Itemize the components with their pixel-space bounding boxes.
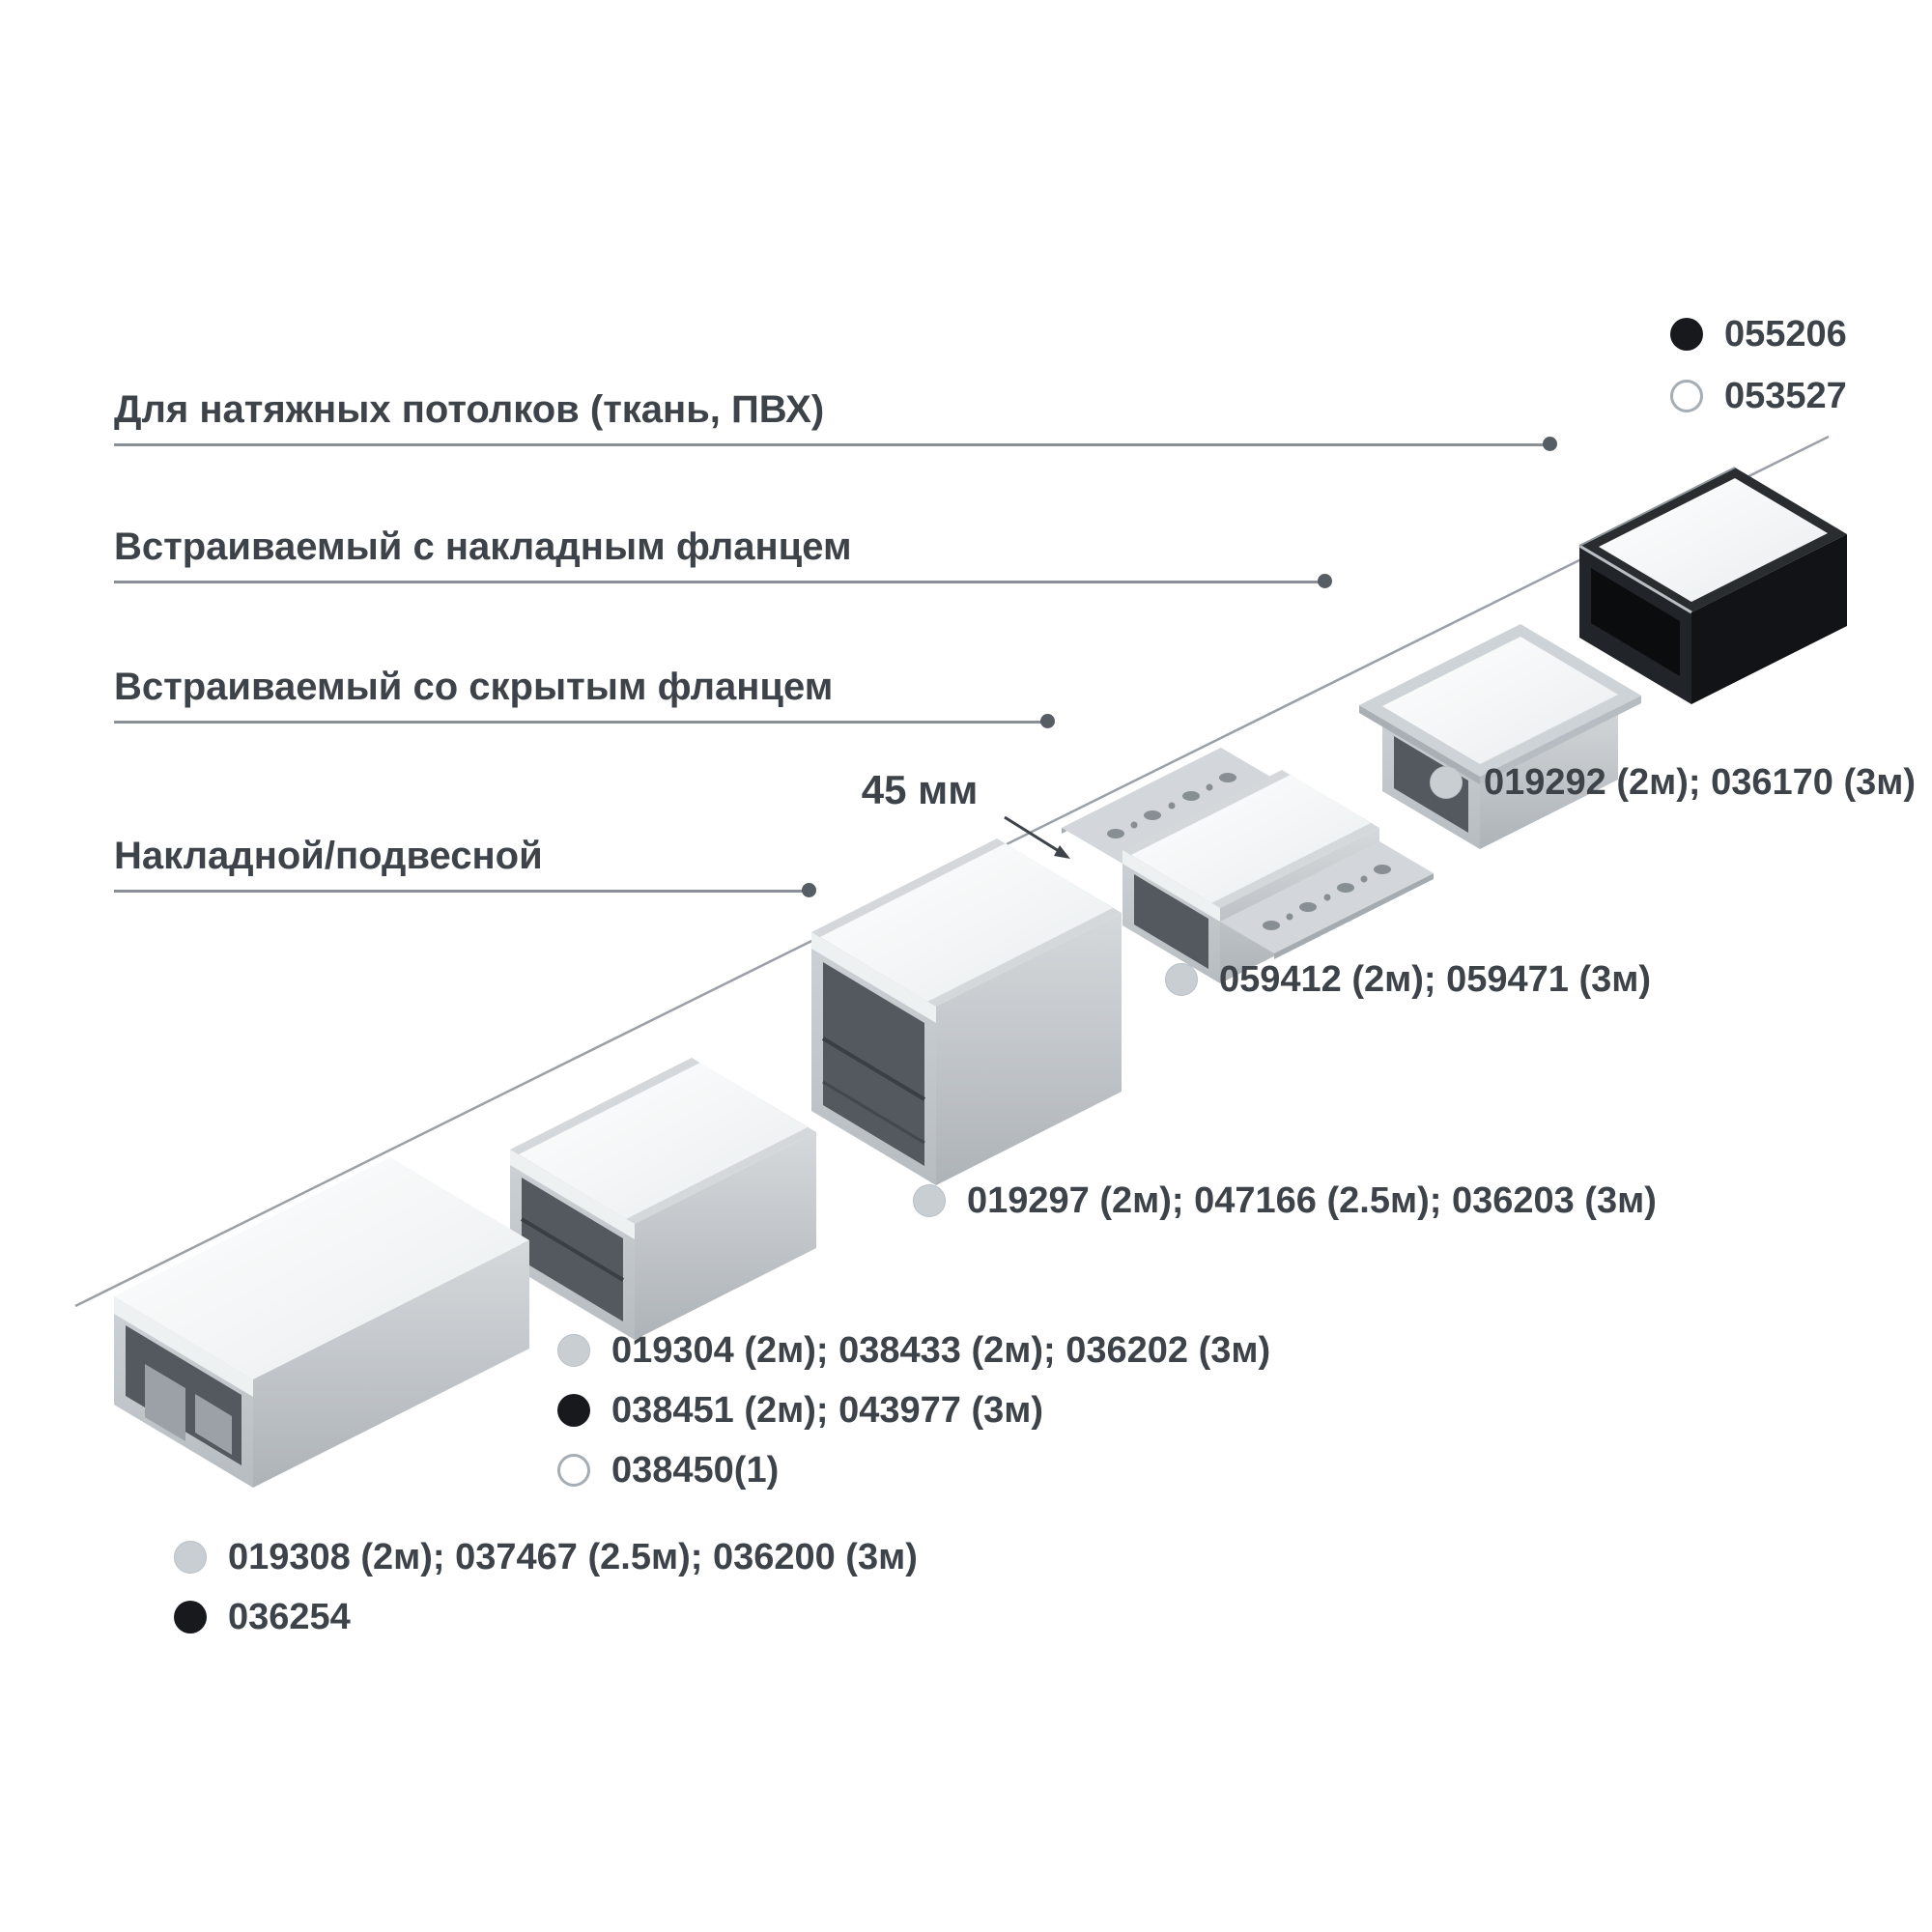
cavity-shelf — [520, 1217, 625, 1282]
flange-holes — [1263, 865, 1391, 930]
legend-item: 055206 — [1670, 313, 1847, 355]
category-label: Для натяжных потолков (ткань, ПВХ) — [114, 388, 825, 431]
profile-stretch-ceiling-black — [1578, 467, 1847, 704]
profile-diffuser — [1382, 637, 1618, 764]
profile-surface-medium — [510, 1058, 816, 1340]
profile-side-face — [1691, 534, 1847, 704]
dimension-arrow — [1004, 815, 1070, 859]
legend-dot-white — [557, 1454, 590, 1487]
cavity-shelf — [822, 1080, 925, 1145]
diffuser-edge — [114, 1296, 253, 1397]
legend-dot-gray — [557, 1334, 590, 1367]
profile-side-face — [936, 913, 1122, 1185]
legend-dot-gray — [1165, 963, 1198, 996]
cavity-fin — [195, 1394, 232, 1455]
flange-edge — [1480, 696, 1641, 784]
legend-item: 038451 (2м); 043977 (3м) — [557, 1389, 1043, 1432]
legend-text: 038450(1) — [611, 1449, 780, 1491]
legend-dot-gray — [913, 1184, 946, 1217]
diffuser-edge — [811, 932, 936, 1023]
legend-item: 053527 — [1670, 375, 1847, 417]
legend-item: 019308 (2м); 037467 (2.5м); 036200 (3м) — [174, 1536, 918, 1578]
leader-dot — [1318, 574, 1332, 588]
legend-text: 019308 (2м); 037467 (2.5м); 036200 (3м) — [228, 1536, 918, 1577]
legend-text: 019292 (2м); 036170 (3м) — [1484, 761, 1917, 803]
legend-item: 059412 (2м); 059471 (3м) — [1165, 958, 1651, 1001]
profile-diffuser — [1599, 478, 1828, 602]
profile-cavity — [823, 962, 924, 1166]
profile-cavity — [1134, 874, 1208, 969]
legend-dot-black — [557, 1394, 590, 1427]
category-label: Встраиваемый со скрытым фланцем — [114, 666, 834, 708]
category-surface-suspended: Накладной/подвесной — [114, 834, 816, 897]
profile-side-face — [1480, 695, 1618, 849]
category-recessed-hidden-flange: Встраиваемый со скрытым фланцем — [114, 665, 1055, 728]
legend-item: 019292 (2м); 036170 (3м) — [1430, 761, 1916, 804]
profile-diffuser — [519, 1063, 808, 1219]
legend-dot-black — [174, 1601, 207, 1634]
legend-text: 019304 (2м); 038433 (2м); 036202 (3м) — [611, 1329, 1271, 1371]
legend-dot-white — [1670, 380, 1703, 412]
profile-surface-tall — [811, 838, 1122, 1185]
legend-text: 055206 — [1724, 313, 1847, 355]
category-label: Накладной/подвесной — [114, 835, 543, 877]
profile-surface-low — [114, 1157, 529, 1488]
legend-dot-gray — [174, 1541, 207, 1574]
legend-item: 038450(1) — [557, 1449, 779, 1492]
profile-cavity — [1591, 568, 1680, 676]
flange-edge — [1274, 873, 1434, 959]
flange-holes — [1107, 773, 1236, 838]
diffuser-edge — [510, 1150, 635, 1239]
dimension-label: 45 мм — [861, 767, 979, 812]
legend-text: 053527 — [1724, 375, 1847, 416]
cavity-shelf — [821, 1037, 926, 1101]
profile-side-face — [635, 1132, 816, 1340]
leader-dot — [802, 883, 816, 897]
flange-edge — [1359, 705, 1480, 784]
profile-diffuser — [820, 843, 1113, 1002]
legend-text: 036254 — [228, 1596, 351, 1637]
category-stretch-ceiling: Для натяжных потолков (ткань, ПВХ) — [114, 387, 1557, 451]
legend-item: 019304 (2м); 038433 (2м); 036202 (3м) — [557, 1329, 1270, 1372]
legend-text: 019297 (2м); 047166 (2.5м); 036203 (3м) — [967, 1179, 1657, 1221]
profile-diffuser — [1131, 775, 1371, 903]
profile-recessed-hidden-flange — [1062, 748, 1434, 983]
legend-item: 019297 (2м); 047166 (2.5м); 036203 (3м) — [913, 1179, 1657, 1222]
profile-recessed-surface-flange — [1359, 624, 1641, 849]
legend-dot-gray — [1430, 766, 1463, 799]
diffuser-edge — [1122, 850, 1220, 922]
category-label: Встраиваемый с накладным фланцем — [114, 526, 852, 568]
legend-text: 038451 (2м); 043977 (3м) — [611, 1389, 1044, 1431]
category-recessed-surface-flange: Встраиваемый с накладным фланцем — [114, 525, 1332, 588]
legend-item: 036254 — [174, 1596, 351, 1638]
leader-dot — [1040, 714, 1055, 728]
profile-side-face — [253, 1240, 529, 1488]
cavity-fin — [145, 1364, 185, 1441]
leader-dot — [1543, 437, 1557, 451]
profile-diffuser — [114, 1157, 529, 1379]
legend-dot-black — [1670, 318, 1703, 351]
legend-text: 059412 (2м); 059471 (3м) — [1219, 958, 1652, 1000]
